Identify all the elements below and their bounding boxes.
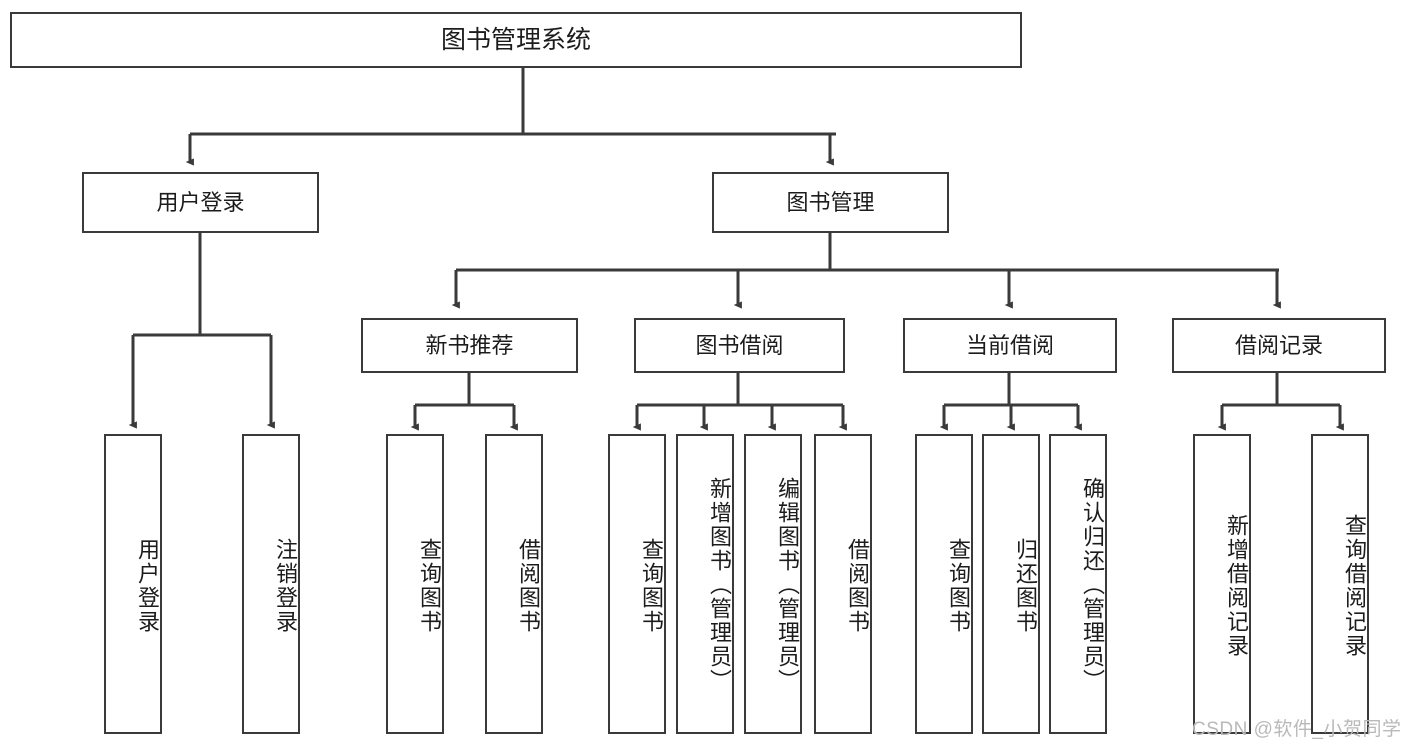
node-user-login[interactable]: 用户登录 [82,172,319,233]
node-new-book-recommend[interactable]: 新书推荐 [361,318,578,373]
leaf-borrow-query-book[interactable]: 查询图书 [608,434,666,734]
leaf-current-confirm-return-admin[interactable]: 确认归还（管理员） [1049,434,1107,734]
node-book-borrow[interactable]: 图书借阅 [634,318,845,373]
leaf-borrow-borrow-book[interactable]: 借阅图书 [814,434,872,734]
leaf-record-query-record[interactable]: 查询借阅记录 [1311,434,1369,734]
leaf-new-book-borrow[interactable]: 借阅图书 [485,434,543,734]
leaf-record-add-record[interactable]: 新增借阅记录 [1193,434,1251,734]
node-book-management[interactable]: 图书管理 [712,172,949,233]
leaf-new-book-query[interactable]: 查询图书 [386,434,444,734]
leaf-current-query-book[interactable]: 查询图书 [915,434,973,734]
node-borrow-record[interactable]: 借阅记录 [1172,318,1386,373]
node-current-borrow[interactable]: 当前借阅 [903,318,1117,373]
leaf-user-login-signin[interactable]: 用户登录 [104,434,162,734]
leaf-borrow-edit-book-admin[interactable]: 编辑图书（管理员） [744,434,802,734]
leaf-user-login-signout[interactable]: 注销登录 [242,434,300,734]
node-root-system[interactable]: 图书管理系统 [10,12,1022,68]
leaf-current-return-book[interactable]: 归还图书 [982,434,1040,734]
csdn-watermark: CSDN @软件_小贺同学 [1192,719,1402,740]
leaf-borrow-add-book-admin[interactable]: 新增图书（管理员） [676,434,734,734]
